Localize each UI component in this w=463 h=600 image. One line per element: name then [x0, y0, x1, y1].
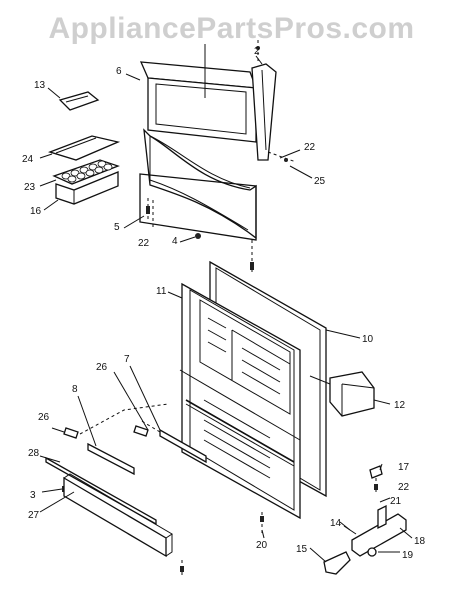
callout-15: 15 — [296, 544, 308, 555]
callout-23: 23 — [24, 182, 36, 193]
callout-17: 17 — [398, 462, 410, 473]
freezer-divider-frame — [139, 128, 257, 241]
freezer-door-panel — [139, 44, 257, 143]
hinge-cover-17 — [369, 465, 383, 479]
callout-13: 13 — [34, 80, 46, 91]
callout-28: 28 — [28, 448, 40, 459]
callout-4: 4 — [172, 236, 178, 247]
callout-21: 21 — [390, 496, 402, 507]
callout-labels: 2 6 13 24 23 16 5 22 4 22 25 11 10 7 26 … — [22, 46, 426, 561]
ice-bin-16 — [55, 171, 119, 205]
callout-24: 24 — [22, 154, 34, 165]
callout-11: 11 — [156, 286, 167, 297]
callout-22-handle: 22 — [304, 142, 316, 153]
callout-27: 27 — [28, 510, 40, 521]
callout-16: 16 — [30, 206, 42, 217]
callout-26-upper: 26 — [96, 362, 108, 373]
leader-lines — [39, 55, 413, 563]
part-4-clip — [179, 233, 201, 243]
callout-2: 2 — [254, 46, 260, 57]
callout-19: 19 — [402, 550, 414, 561]
callout-5: 5 — [114, 222, 120, 233]
hinge-foot-15 — [323, 551, 351, 575]
callout-26-lower: 26 — [38, 412, 50, 423]
door-bin-12 — [309, 371, 375, 417]
door-liner-11 — [179, 282, 301, 520]
ice-cube-tray-23 — [52, 159, 120, 185]
shelf-rail-8 — [77, 395, 135, 476]
trim-strip-28 — [45, 456, 157, 526]
watermark-text: AppliancePartsPros.com — [48, 12, 415, 45]
callout-6: 6 — [116, 66, 122, 77]
frame-screws — [146, 198, 254, 272]
shelf-clips-26 — [63, 371, 169, 439]
callout-18: 18 — [414, 536, 426, 547]
hinge-pin-19 — [367, 547, 377, 557]
hinge-screw-22 — [374, 478, 378, 492]
callout-25: 25 — [314, 176, 326, 187]
ice-scoop-13 — [58, 91, 100, 111]
callout-3: 3 — [30, 490, 36, 501]
callout-8: 8 — [72, 384, 78, 395]
callout-12: 12 — [394, 400, 406, 411]
callout-14: 14 — [330, 518, 342, 529]
callout-22-frame: 22 — [138, 238, 150, 249]
callout-22-hinge: 22 — [398, 482, 410, 493]
door-handle-part — [251, 40, 277, 161]
callout-7: 7 — [124, 354, 130, 365]
callout-20: 20 — [256, 540, 268, 551]
ice-tray-cover-24 — [48, 135, 121, 161]
callout-10: 10 — [362, 334, 374, 345]
door-shelf-27 — [39, 473, 184, 576]
